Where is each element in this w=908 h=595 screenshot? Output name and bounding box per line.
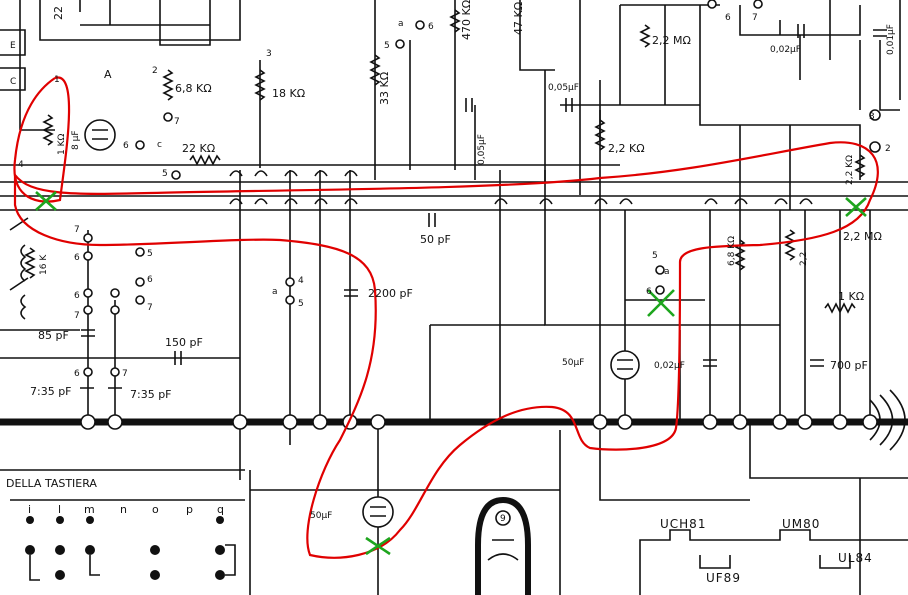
tube-um80-label: UM80 bbox=[782, 517, 820, 531]
r-2-2k-right-label: 2,2 KΩ bbox=[845, 155, 855, 185]
pin-labels: 1 2 3 4 5 6 7 c a 5 6 6 7 3 2 4 a 5 5 a … bbox=[10, 13, 891, 379]
pin-6-mid: 6 bbox=[123, 141, 129, 151]
pin-5-top: 5 bbox=[384, 41, 390, 51]
r-2-2m-right-label: 2,2 MΩ bbox=[843, 230, 882, 243]
r-2-2k-mid-label: 2,2 KΩ bbox=[608, 142, 645, 155]
key-p: p bbox=[186, 503, 193, 516]
pin-6-right-b: 6 bbox=[646, 287, 652, 297]
c-50uf-bottom-label: 50μF bbox=[310, 511, 332, 521]
lower-wiring bbox=[0, 170, 908, 595]
pin-3-top: 3 bbox=[266, 49, 272, 59]
r-16k-label: 16 K bbox=[39, 254, 49, 275]
pin-C: C bbox=[10, 77, 16, 87]
electrolytic-caps bbox=[84, 119, 640, 528]
pin-5-mid: 5 bbox=[162, 169, 168, 179]
tube-uf89-label: UF89 bbox=[706, 571, 741, 585]
pin-6-a: 6 bbox=[74, 253, 80, 263]
pin-E: E bbox=[10, 41, 16, 51]
key-q: q bbox=[217, 503, 224, 516]
pin-1: 1 bbox=[54, 75, 60, 85]
c-0-05uf-h-label: 0,05μF bbox=[548, 83, 579, 93]
r-6-8k-label: 6,8 KΩ bbox=[175, 82, 212, 95]
c-0-02uf-mid-label: 0,02μF bbox=[654, 361, 685, 371]
pin-6-top: 6 bbox=[428, 22, 434, 32]
key-n: n bbox=[120, 503, 127, 516]
c-150pf-label: 150 pF bbox=[165, 336, 203, 349]
pin-7-mid: 7 bbox=[174, 117, 180, 127]
socket-pin-label: 9 bbox=[500, 514, 506, 524]
pin-4-left: 4 bbox=[18, 160, 24, 170]
pin-2-left: 2 bbox=[152, 66, 158, 76]
c-700pf-label: 700 pF bbox=[830, 359, 868, 372]
upper-wiring bbox=[0, 0, 908, 211]
c-50pf-label: 50 pF bbox=[420, 233, 451, 246]
r-47k-label: 47 KΩ bbox=[512, 2, 525, 35]
pin-5-mid-b: 5 bbox=[298, 299, 304, 309]
key-m: m bbox=[84, 503, 95, 516]
key-l: l bbox=[58, 503, 61, 516]
pin-5-b: 5 bbox=[147, 249, 153, 259]
pin-6-c: 6 bbox=[74, 291, 80, 301]
pin-c: c bbox=[157, 140, 162, 150]
c-7-35pf-b-label: 7:35 pF bbox=[130, 388, 172, 401]
tube-row bbox=[639, 389, 908, 595]
pin-a-right: a bbox=[664, 267, 670, 277]
pin-4-mid: 4 bbox=[298, 276, 304, 286]
key-o: o bbox=[152, 503, 159, 516]
pin-2-right: 2 bbox=[885, 144, 891, 154]
key-i: i bbox=[28, 503, 31, 516]
r-22k-top-label: 22 bbox=[52, 6, 65, 20]
pins bbox=[83, 0, 881, 377]
keyboard-matrix bbox=[10, 499, 245, 581]
r-1k-right-label: 1 KΩ bbox=[838, 290, 864, 303]
pin-5-right: 5 bbox=[652, 251, 658, 261]
r-1k-left-label: 1 KΩ bbox=[57, 134, 67, 155]
coils bbox=[9, 217, 29, 320]
c-0-02uf-top-label: 0,02μF bbox=[770, 45, 801, 55]
tie-points bbox=[229, 170, 813, 205]
c-2200pf-label: 2200 pF bbox=[368, 287, 413, 300]
terminal-a-label: A bbox=[104, 68, 112, 81]
r-470k-label: 470 KΩ bbox=[460, 0, 473, 40]
tube-labels: UCH81 UM80 UF89 UL84 9 bbox=[500, 514, 873, 585]
r-22k-mid-label: 22 KΩ bbox=[182, 142, 215, 155]
c-85pf-label: 85 pF bbox=[38, 329, 69, 342]
bus-taps bbox=[80, 414, 878, 430]
pin-7-b: 7 bbox=[147, 303, 153, 313]
pin-6-d: 6 bbox=[74, 369, 80, 379]
keyboard-title: DELLA TASTIERA bbox=[6, 477, 97, 490]
c-7-35pf-a-label: 7:35 pF bbox=[30, 385, 72, 398]
pin-7-d: 7 bbox=[122, 369, 128, 379]
r-2-2m-top-label: 2,2 MΩ bbox=[652, 34, 691, 47]
component-labels: 22 470 KΩ 47 KΩ 2,2 MΩ 0,02μF 0,01μF 6,8… bbox=[6, 0, 896, 521]
tube-uch81-label: UCH81 bbox=[660, 517, 706, 531]
tube-socket bbox=[475, 496, 531, 595]
tube-ul84-label: UL84 bbox=[838, 551, 873, 565]
pin-7-a: 7 bbox=[74, 225, 80, 235]
resistors bbox=[24, 9, 866, 314]
r-18k-label: 18 KΩ bbox=[272, 87, 305, 100]
c-8uf-label: 8 μF bbox=[71, 131, 81, 151]
r-33k-label: 33 KΩ bbox=[378, 72, 391, 105]
pin-7-c: 7 bbox=[74, 311, 80, 321]
r-6-8k-right-label: 6,8 KΩ bbox=[727, 236, 737, 266]
c-0-01uf-label: 0,01μF bbox=[886, 24, 896, 55]
green-cross-marks bbox=[35, 191, 867, 556]
red-markup-loop bbox=[13, 76, 879, 559]
r-2-2-right-label: 2,2 bbox=[799, 252, 809, 266]
pin-7-right: 7 bbox=[752, 13, 758, 23]
pin-a-mid: a bbox=[272, 287, 278, 297]
pin-6-b: 6 bbox=[147, 275, 153, 285]
pin-3-right: 3 bbox=[869, 112, 875, 122]
c-50uf-mid-label: 50μF bbox=[562, 358, 584, 368]
pin-6-right: 6 bbox=[725, 13, 731, 23]
c-0-05uf-v-label: 0,05μF bbox=[477, 134, 487, 165]
keyboard-key-labels: i l m n o p q bbox=[28, 503, 224, 516]
capacitors bbox=[80, 24, 887, 389]
pin-a-top: a bbox=[398, 19, 404, 29]
